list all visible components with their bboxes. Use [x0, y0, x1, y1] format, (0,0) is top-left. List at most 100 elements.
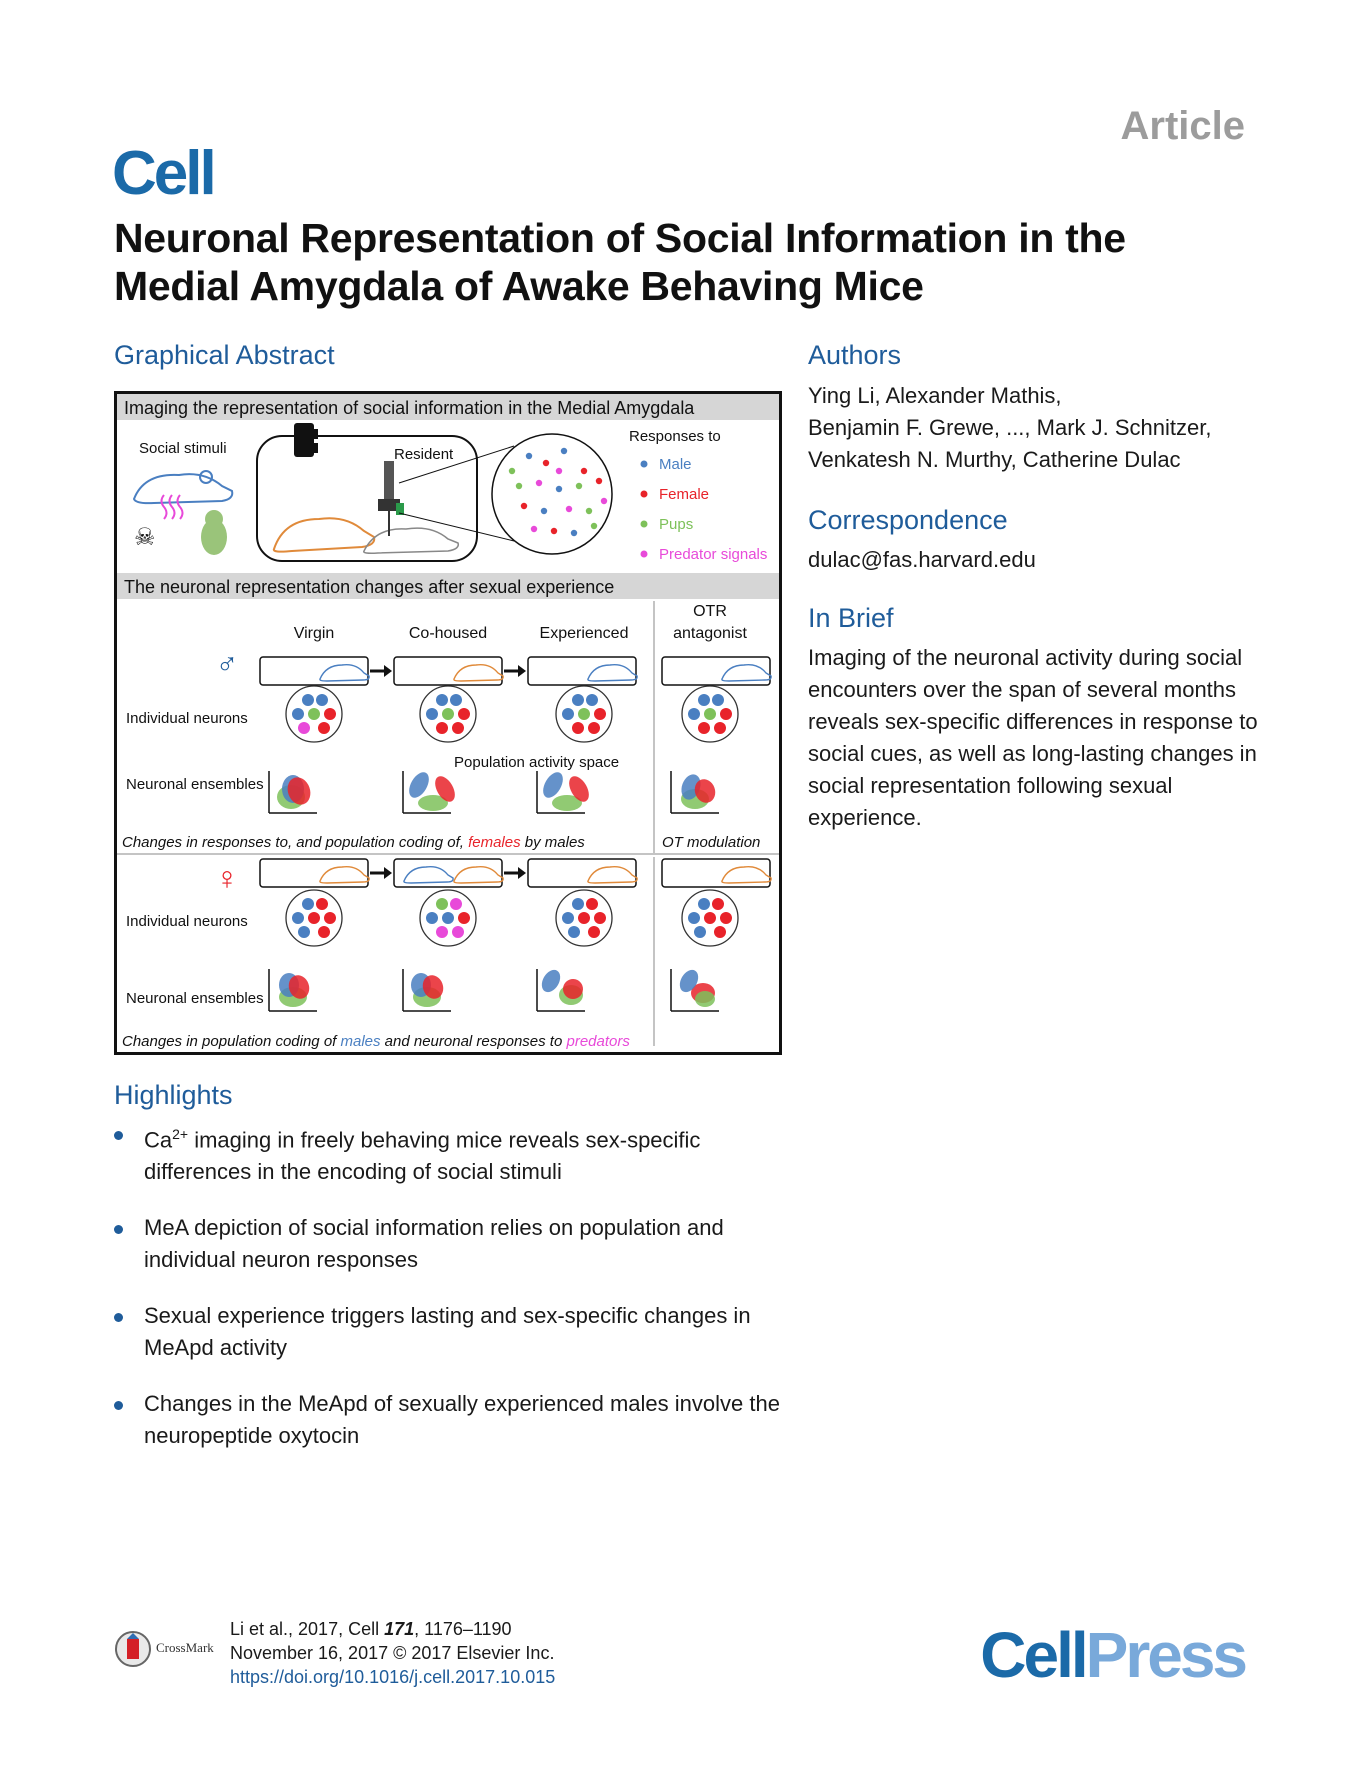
neuron-dot — [452, 722, 464, 734]
neuron-dot — [594, 912, 606, 924]
neuron-dot — [568, 926, 580, 938]
neuron-dot — [704, 912, 716, 924]
social-stimuli-label: Social stimuli — [139, 440, 227, 457]
journal-logo: Cell — [112, 139, 217, 208]
responses-to-label: Responses to — [629, 428, 721, 445]
neuron-dot — [426, 912, 438, 924]
date-line: November 16, 2017 © 2017 Elsevier Inc. — [230, 1643, 555, 1663]
article-type-label: Article — [1120, 104, 1246, 148]
ensemble-blob — [552, 795, 582, 811]
neuron-dot — [520, 502, 528, 510]
arrow-head — [518, 665, 526, 677]
neuron-dot — [580, 467, 588, 475]
mouse-icon — [403, 865, 454, 884]
neuron-dot — [450, 694, 462, 706]
arrow-head — [518, 867, 526, 879]
ensemble-blob — [541, 969, 561, 993]
bullet-icon — [114, 1131, 123, 1140]
footer-citation: Li et al., 2017, Cell 171, 1176–1190 Nov… — [230, 1617, 555, 1689]
otr-label-line2: antagonist — [673, 625, 747, 642]
bullet-icon — [114, 1313, 123, 1323]
graphical-abstract-figure: Imaging the representation of social inf… — [114, 391, 782, 1055]
highlights-list: Ca2+ imaging in freely behaving mice rev… — [114, 1118, 794, 1476]
neuron-dot — [450, 898, 462, 910]
graphical-abstract-heading: Graphical Abstract — [114, 340, 335, 370]
stimulus-mouse-icon — [363, 527, 460, 554]
legend-dot — [640, 550, 648, 558]
male-section-caption: Changes in responses to, and population … — [122, 834, 585, 851]
legend-dot — [640, 490, 648, 498]
neuron-dot — [578, 912, 590, 924]
female-individual-neurons-label: Individual neurons — [126, 913, 248, 930]
neuron-dot — [426, 708, 438, 720]
highlights-heading: Highlights — [114, 1080, 233, 1110]
correspondence-heading: Correspondence — [808, 505, 1008, 535]
neuron-dot — [318, 926, 330, 938]
neuron-dot — [714, 926, 726, 938]
condition-box — [527, 858, 637, 888]
neuron-dot — [442, 912, 454, 924]
neuron-dot — [298, 722, 310, 734]
neuron-dot — [694, 926, 706, 938]
condition-label-virgin: Virgin — [294, 625, 335, 642]
ensemble-blob — [695, 991, 715, 1007]
crossmark-icon[interactable] — [114, 1630, 152, 1668]
authors-line: Venkatesh N. Murthy, Catherine Dulac — [808, 447, 1181, 472]
neuron-dot — [688, 708, 700, 720]
neuron-dot — [588, 722, 600, 734]
neuron-dot — [550, 527, 558, 535]
ensemble-blob — [422, 975, 444, 999]
ensemble-blob — [409, 772, 429, 798]
neuron-dot — [458, 912, 470, 924]
neuron-dot — [712, 694, 724, 706]
neuron-dot — [704, 708, 716, 720]
condition-label-experienced: Experienced — [540, 625, 629, 642]
mouse-icon — [721, 663, 772, 682]
highlight-item: MeA depiction of social information reli… — [114, 1212, 794, 1276]
arena-box — [256, 435, 478, 562]
highlight-item: Changes in the MeApd of sexually experie… — [114, 1388, 794, 1452]
population-activity-space-label: Population activity space — [454, 754, 619, 771]
neuron-dot — [318, 722, 330, 734]
condition-box — [661, 858, 771, 888]
neuron-dot — [324, 708, 336, 720]
neuron-dot — [698, 898, 710, 910]
neuron-dot — [714, 722, 726, 734]
ot-modulation-caption: OT modulation — [662, 834, 760, 851]
neuron-dot — [436, 722, 448, 734]
arrow-head — [384, 665, 392, 677]
crossmark-label: CrossMark — [156, 1640, 214, 1655]
neuron-dot — [572, 898, 584, 910]
condition-box — [661, 656, 771, 686]
legend-label: Predator signals — [659, 546, 767, 563]
mouse-icon — [453, 663, 504, 682]
article-title: Neuronal Representation of Social Inform… — [114, 215, 1126, 309]
mouse-icon — [319, 663, 370, 682]
male-mouse-icon — [132, 470, 234, 505]
male-ensembles-label: Neuronal ensembles — [126, 776, 264, 793]
correspondence-email[interactable]: dulac@fas.harvard.edu — [808, 547, 1036, 572]
legend-label: Pups — [659, 516, 693, 533]
neuron-dot — [540, 507, 548, 515]
neuron-dot — [572, 722, 584, 734]
arrow-head — [384, 867, 392, 879]
authors-list: Ying Li, Alexander Mathis, Benjamin F. G… — [808, 380, 1258, 476]
legend-label: Male — [659, 456, 692, 473]
doi-link[interactable]: https://doi.org/10.1016/j.cell.2017.10.0… — [230, 1667, 556, 1687]
neuron-field-circle — [491, 433, 613, 555]
neuron-dot — [562, 912, 574, 924]
neuron-dot — [292, 708, 304, 720]
neuron-dot — [292, 912, 304, 924]
neuron-dot — [458, 708, 470, 720]
neuron-dot — [308, 912, 320, 924]
neuron-dot — [316, 694, 328, 706]
neuron-dot — [585, 507, 593, 515]
in-brief-heading: In Brief — [808, 603, 894, 633]
neuron-dot — [442, 708, 454, 720]
odor-icon — [160, 494, 184, 520]
cellpress-logo: CellPress — [980, 1619, 1248, 1691]
predator-skull-icon: ☠ — [134, 524, 156, 551]
ensemble-blob — [418, 795, 448, 811]
ensemble-blob — [288, 975, 310, 999]
mouse-icon — [721, 865, 772, 884]
